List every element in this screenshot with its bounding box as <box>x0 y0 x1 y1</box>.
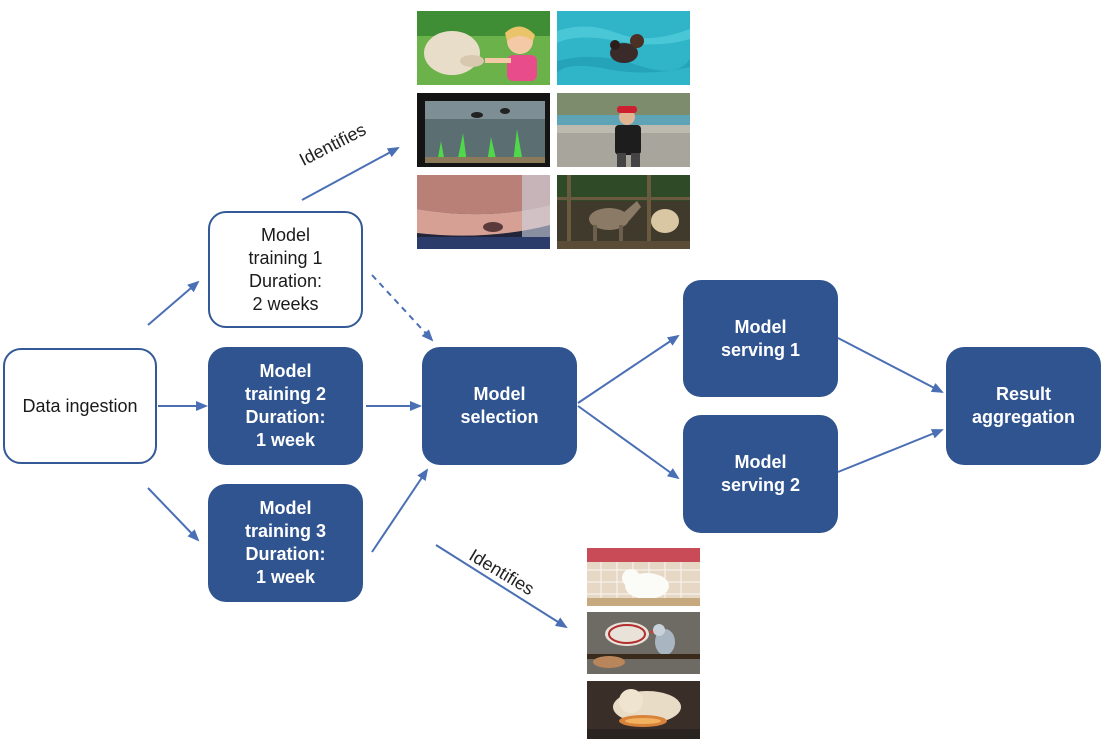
arrow-serving-2-to-aggregation <box>837 429 944 473</box>
arrow-serving-1-to-aggregation <box>837 337 944 393</box>
model-selection-label: Model selection <box>460 384 539 427</box>
photo-underwater-tank <box>417 175 550 249</box>
arrow-training-3-identifies <box>435 544 568 629</box>
model-training-2-label: Model training 2 Duration: 1 week <box>244 361 326 450</box>
data-ingestion-label: Data ingestion <box>22 395 138 416</box>
arrow-training-1-to-selection <box>371 274 434 342</box>
photo-horses <box>557 175 690 249</box>
photo-pool-swimmers <box>557 11 690 85</box>
photo-parrot-on-perch <box>587 612 700 674</box>
arrow-training-3-to-selection <box>371 468 429 553</box>
model-selection-node: Model selection <box>422 347 577 465</box>
photo-man-fishing <box>557 93 690 167</box>
arrow-ingestion-to-training-1 <box>147 280 200 326</box>
model-serving-1-label: Model serving 1 <box>720 316 801 360</box>
model-serving-2-label: Model serving 2 <box>720 452 801 495</box>
model-training-3-node: Model training 3 Duration: 1 week <box>208 484 363 602</box>
model-training-3-label: Model training 3 Duration: 1 week <box>244 498 326 587</box>
model-training-1-node: Model training 1 Duration: 2 weeks <box>208 211 363 328</box>
model-serving-2-node: Model serving 2 <box>683 415 838 533</box>
result-aggregation-label: Result aggregation <box>971 384 1075 427</box>
model-training-2-node: Model training 2 Duration: 1 week <box>208 347 363 465</box>
model-serving-1-node: Model serving 1 <box>683 280 838 397</box>
photo-dog-and-child <box>417 11 550 85</box>
model-training-1-label: Model training 1 Duration: 2 weeks <box>248 224 323 314</box>
photo-white-cat-in-cage <box>587 548 700 606</box>
data-ingestion-node: Data ingestion <box>3 348 157 464</box>
photo-dog-lying-down <box>587 681 700 739</box>
photo-aquarium <box>417 93 550 167</box>
arrow-selection-to-serving-1 <box>577 334 680 404</box>
arrow-training-1-identifies <box>301 147 400 201</box>
result-aggregation-node: Result aggregation <box>946 347 1101 465</box>
arrow-ingestion-to-training-3 <box>147 487 200 542</box>
arrow-selection-to-serving-2 <box>577 405 680 480</box>
